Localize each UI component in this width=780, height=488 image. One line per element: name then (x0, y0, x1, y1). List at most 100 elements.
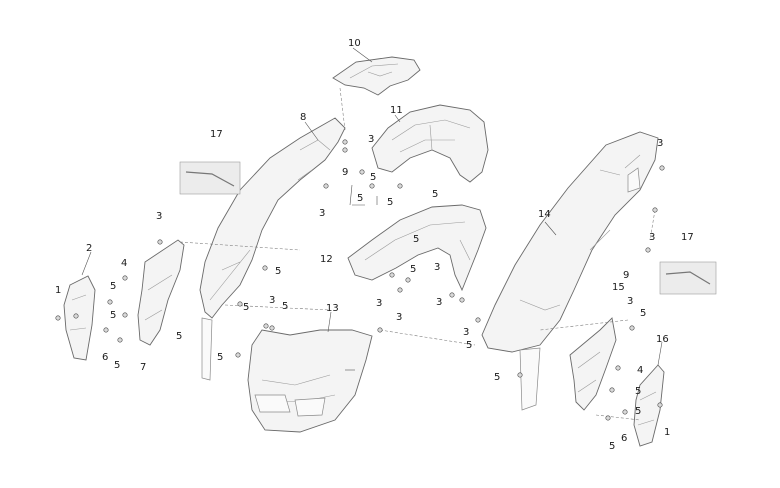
callout-label: 5 (609, 441, 615, 452)
callout-labels: 10 8 11 3 9 5 5 3 17 5 5 3 12 5 5 3 4 2 … (55, 38, 694, 452)
callout-label: 5 (217, 352, 223, 363)
screw (609, 387, 615, 393)
part-2-left-small-cover (63, 275, 96, 361)
callout-label: 6 (621, 433, 627, 444)
callout-label: 5 (413, 234, 419, 245)
callout-label: 5 (466, 340, 472, 351)
callout-label: 17 (681, 232, 694, 243)
callout-label: 4 (121, 258, 127, 269)
callout-label: 3 (319, 208, 325, 219)
callout-label: 1 (55, 285, 61, 296)
part-15-right-bracket (569, 317, 617, 411)
screw (122, 312, 128, 318)
callout-label: 3 (657, 138, 663, 149)
part-14-right-side-panel (481, 131, 659, 411)
callout-label: 5 (114, 360, 120, 371)
screw (107, 299, 113, 305)
screw (237, 301, 243, 307)
callout-label: 10 (348, 38, 361, 49)
callout-label: 9 (623, 270, 629, 281)
callout-label: 2 (86, 243, 92, 254)
callout-label: 5 (243, 302, 249, 313)
screw (323, 183, 329, 189)
screw (117, 337, 123, 343)
screw (359, 169, 365, 175)
callout-label: 5 (176, 331, 182, 342)
screw (55, 315, 61, 321)
callout-label: 5 (494, 372, 500, 383)
screw (342, 147, 348, 153)
screw (397, 183, 403, 189)
callout-label: 14 (538, 209, 551, 220)
callout-label: 3 (649, 232, 655, 243)
screw (262, 265, 268, 271)
screw (397, 287, 403, 293)
screw (629, 325, 635, 331)
screw (622, 409, 628, 415)
callout-label: 13 (326, 303, 339, 314)
callout-label: 5 (110, 281, 116, 292)
screw (405, 277, 411, 283)
callout-label: 1 (664, 427, 670, 438)
callout-label: 8 (300, 112, 306, 123)
screw (605, 415, 611, 421)
callout-label: 11 (390, 105, 403, 116)
screw (369, 183, 375, 189)
part-17-decal-left (179, 161, 241, 195)
callout-label: 16 (656, 334, 669, 345)
callout-label: 3 (269, 295, 275, 306)
callout-label: 5 (410, 264, 416, 275)
callout-label: 3 (396, 312, 402, 323)
callout-label: 12 (320, 254, 333, 265)
screw (269, 325, 275, 331)
callout-label: 5 (432, 189, 438, 200)
screw (475, 317, 481, 323)
screw (517, 372, 523, 378)
callout-label: 3 (434, 262, 440, 273)
fasteners (55, 139, 665, 421)
part-13-front-shield (247, 329, 373, 433)
screw (342, 139, 348, 145)
screw (122, 275, 128, 281)
screw (459, 297, 465, 303)
callout-label: 5 (635, 406, 641, 417)
callout-label: 5 (357, 193, 363, 204)
part-7-left-bracket (137, 239, 185, 346)
screw (263, 323, 269, 329)
callout-label: 5 (370, 172, 376, 183)
leader-lines (81, 47, 663, 371)
callout-label: 9 (342, 167, 348, 178)
callout-label: 5 (635, 386, 641, 397)
callout-label: 3 (627, 296, 633, 307)
callout-label: 3 (156, 211, 162, 222)
callout-label: 4 (637, 365, 643, 376)
screw (657, 402, 663, 408)
callout-label: 3 (463, 327, 469, 338)
callout-label: 17 (210, 129, 223, 140)
screw (103, 327, 109, 333)
screw (645, 247, 651, 253)
callout-label: 5 (275, 266, 281, 277)
part-8-left-side-panel (199, 117, 346, 381)
part-16-right-small-cover (633, 364, 665, 447)
part-10-top-cover (332, 56, 421, 131)
callout-label: 5 (387, 197, 393, 208)
callout-label: 5 (110, 310, 116, 321)
callout-label: 7 (140, 362, 146, 373)
screw (615, 365, 621, 371)
screw (157, 239, 163, 245)
callout-label: 6 (102, 352, 108, 363)
part-12-lower-frame (347, 204, 487, 292)
part-17-decal-right (659, 261, 717, 295)
screw (659, 165, 665, 171)
screw (73, 313, 79, 319)
callout-label: 5 (282, 301, 288, 312)
callout-label: 3 (368, 134, 374, 145)
callout-label: 5 (640, 308, 646, 319)
alignment-lines (179, 209, 656, 421)
callout-label: 3 (376, 298, 382, 309)
screw (377, 327, 383, 333)
callout-label: 15 (612, 282, 625, 293)
screw (235, 352, 241, 358)
